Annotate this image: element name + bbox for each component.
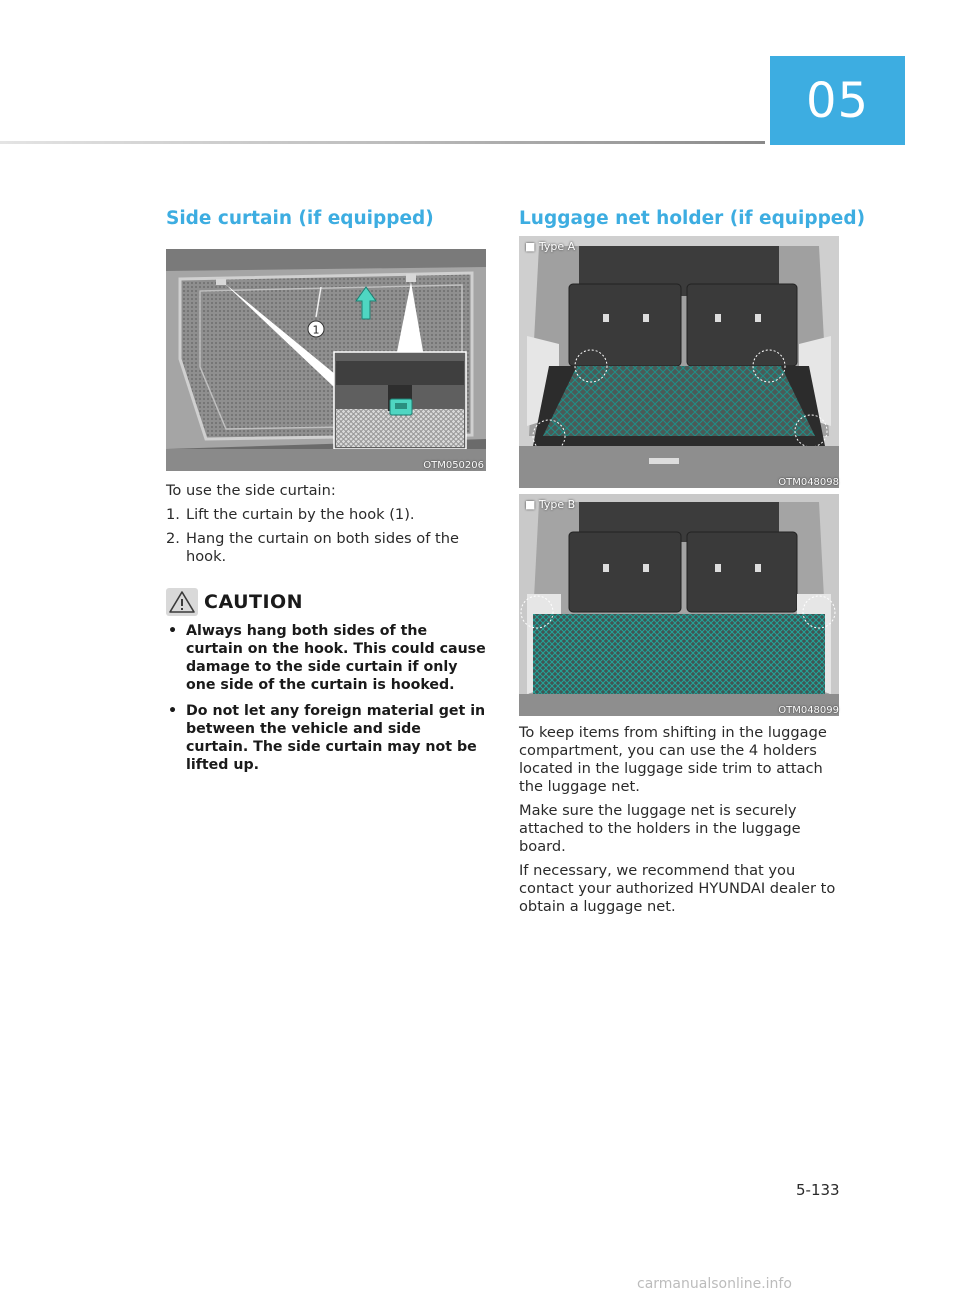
caution-title: CAUTION [204,591,304,613]
luggage-type-a-illustration [519,236,839,488]
caution-list: • Always hang both sides of the curtain … [166,622,486,774]
bullet: • [168,703,178,719]
type-a-label: ■ Type A [525,240,576,253]
caution-text: Always hang both sides of the curtain on… [186,623,486,693]
caution-item: • Do not let any foreign material get in… [166,702,486,774]
step-number: 2. [166,530,180,547]
step-item: 2. Hang the curtain on both sides of the… [166,530,486,566]
callout-number: 1 [313,324,320,337]
luggage-net-type-b-figure: ■ Type B OTM048099 [519,494,841,716]
body-paragraph: Make sure the luggage net is securely at… [519,802,801,855]
step-number: 1. [166,506,180,523]
caution-text: Do not let any foreign material get in b… [186,703,486,773]
step-text: Lift the curtain by the hook (1). [186,506,415,523]
luggage-net-type-a-figure: ■ Type A OTM048098 [519,236,841,488]
section-heading-side-curtain: Side curtain (if equipped) [166,208,434,229]
step-item: 1. Lift the curtain by the hook (1). [166,506,486,524]
figure-code: OTM048099 [778,705,839,716]
warning-triangle-icon [166,588,198,616]
figure-code: OTM050206 [423,460,484,471]
caution-header: CAUTION [166,588,486,616]
body-paragraph: If necessary, we recommend that you cont… [519,862,836,915]
side-curtain-figure: 1 OTM050206 [166,249,486,471]
section-heading-luggage-net: Luggage net holder (if equipped) [519,208,866,229]
intro-text: To use the side curtain: [166,482,336,499]
caution-item: • Always hang both sides of the curtain … [166,622,486,694]
left-column: Side curtain (if equipped) [166,208,486,782]
header-rule [0,141,765,144]
type-b-label: ■ Type B [525,498,576,511]
steps-list: 1. Lift the curtain by the hook (1). 2. … [166,506,486,566]
luggage-type-b-illustration [519,494,839,716]
side-curtain-illustration: 1 [166,249,486,471]
figure-code: OTM048098 [778,477,839,488]
right-column: Luggage net holder (if equipped) [519,208,866,916]
step-text: Hang the curtain on both sides of the ho… [186,530,459,565]
page-number: 5-133 [796,1181,840,1199]
body-paragraph: To keep items from shifting in the lugga… [519,724,827,795]
watermark: carmanualsonline.info [637,1276,792,1292]
chapter-tab: 05 [770,56,905,145]
bullet: • [168,623,178,639]
